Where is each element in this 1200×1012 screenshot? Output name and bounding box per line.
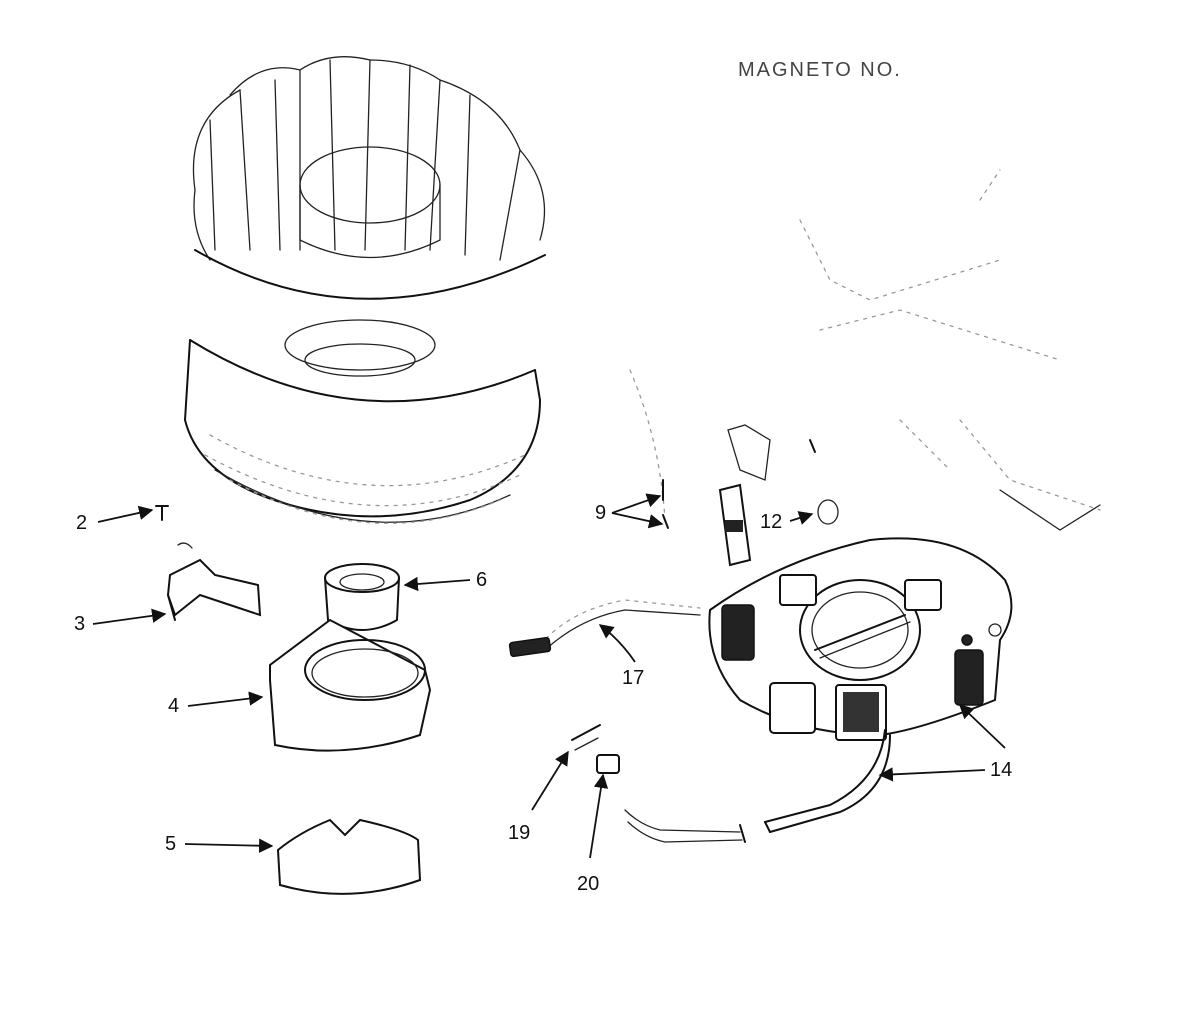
flywheel bbox=[184, 56, 546, 524]
stator-assembly bbox=[629, 169, 1101, 741]
part-3-key bbox=[166, 542, 262, 621]
callout-9: 9 bbox=[595, 502, 607, 524]
part-4-plate bbox=[269, 618, 432, 752]
part-5-cover bbox=[276, 818, 422, 895]
callout-20: 20 bbox=[577, 873, 600, 895]
part-14-lead-wire bbox=[624, 729, 891, 843]
callout-5: 5 bbox=[165, 833, 177, 855]
diagram-title: MAGNETO NO. bbox=[738, 59, 902, 81]
part-6-bushing bbox=[324, 563, 400, 631]
callout-12: 12 bbox=[760, 511, 783, 533]
part-17-wire bbox=[508, 599, 701, 658]
callout-leaders bbox=[92, 493, 1006, 859]
parts-19-20-terminals bbox=[571, 724, 620, 774]
callout-19: 19 bbox=[508, 822, 531, 844]
callout-14: 14 bbox=[990, 759, 1013, 781]
callout-6: 6 bbox=[476, 569, 488, 591]
part-2-screw bbox=[155, 505, 169, 521]
callout-3: 3 bbox=[74, 613, 86, 635]
callout-17: 17 bbox=[622, 667, 645, 689]
callout-4: 4 bbox=[168, 695, 180, 717]
parts-9-12-hardware bbox=[662, 424, 839, 567]
callout-2: 2 bbox=[76, 512, 88, 534]
